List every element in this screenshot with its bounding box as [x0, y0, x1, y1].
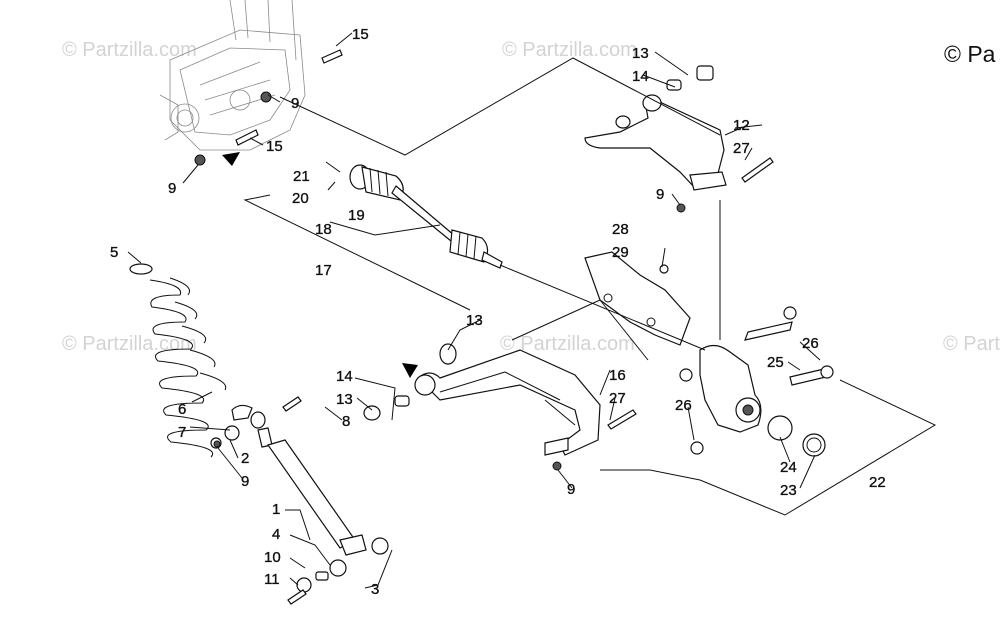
skid-plate	[584, 251, 691, 346]
callout-22: 22	[869, 474, 886, 491]
copyright-text: © Pa	[944, 41, 996, 67]
callout-13: 13	[632, 45, 649, 62]
callout-9: 9	[656, 186, 664, 203]
callout-27: 27	[733, 140, 750, 157]
callout-10: 10	[264, 549, 281, 566]
callout-7: 7	[178, 424, 186, 441]
callout-labels: 15 9 15 9 21 20 19 18 17 13 14 12 27 9 2…	[110, 26, 886, 598]
upper-a-arm	[584, 65, 727, 191]
callout-2: 2	[241, 450, 249, 467]
watermarks: © Partzilla.com © Partzilla.com © Partzi…	[62, 39, 1000, 355]
watermark: © Partzilla.com	[943, 333, 1000, 355]
callout-23: 23	[780, 482, 797, 499]
callout-29: 29	[612, 244, 629, 261]
arrow-marker	[402, 363, 418, 378]
bolts	[194, 49, 774, 605]
callout-24: 24	[780, 459, 797, 476]
axle-shaft	[349, 164, 503, 269]
callout-19: 19	[348, 207, 365, 224]
watermark: © Partzilla.com	[500, 333, 635, 355]
callout-14: 14	[632, 68, 649, 85]
callout-26: 26	[675, 397, 692, 414]
callout-18: 18	[315, 221, 332, 238]
callout-12: 12	[733, 117, 750, 134]
callout-20: 20	[292, 190, 309, 207]
callout-15: 15	[266, 138, 283, 155]
callout-28: 28	[612, 221, 629, 238]
callout-9: 9	[567, 481, 575, 498]
callout-13: 13	[336, 391, 353, 408]
callout-9: 9	[291, 95, 299, 112]
callout-6: 6	[178, 401, 186, 418]
callout-4: 4	[272, 526, 280, 543]
callout-26: 26	[802, 335, 819, 352]
callout-21: 21	[293, 168, 310, 185]
callout-9: 9	[241, 473, 249, 490]
watermark: © Partzilla.com	[502, 39, 637, 61]
callout-1: 1	[272, 501, 280, 518]
leader-lines	[127, 32, 937, 589]
watermark: © Partzilla.com	[62, 39, 197, 61]
callout-9: 9	[168, 180, 176, 197]
callout-13: 13	[466, 312, 483, 329]
callout-5: 5	[110, 244, 118, 261]
callout-27: 27	[609, 390, 626, 407]
lower-a-arm	[363, 299, 649, 456]
callout-25: 25	[767, 354, 784, 371]
callout-16: 16	[609, 367, 626, 384]
watermark: © Partzilla.com	[62, 333, 197, 355]
engine-housing	[159, 0, 306, 151]
callout-14: 14	[336, 368, 353, 385]
callout-3: 3	[371, 581, 379, 598]
arrow-marker	[222, 152, 240, 166]
hub-knuckle	[679, 306, 834, 457]
callout-15: 15	[352, 26, 369, 43]
callout-11: 11	[264, 571, 280, 588]
shock-absorber	[210, 411, 389, 593]
callout-8: 8	[342, 413, 350, 430]
callout-17: 17	[315, 262, 332, 279]
